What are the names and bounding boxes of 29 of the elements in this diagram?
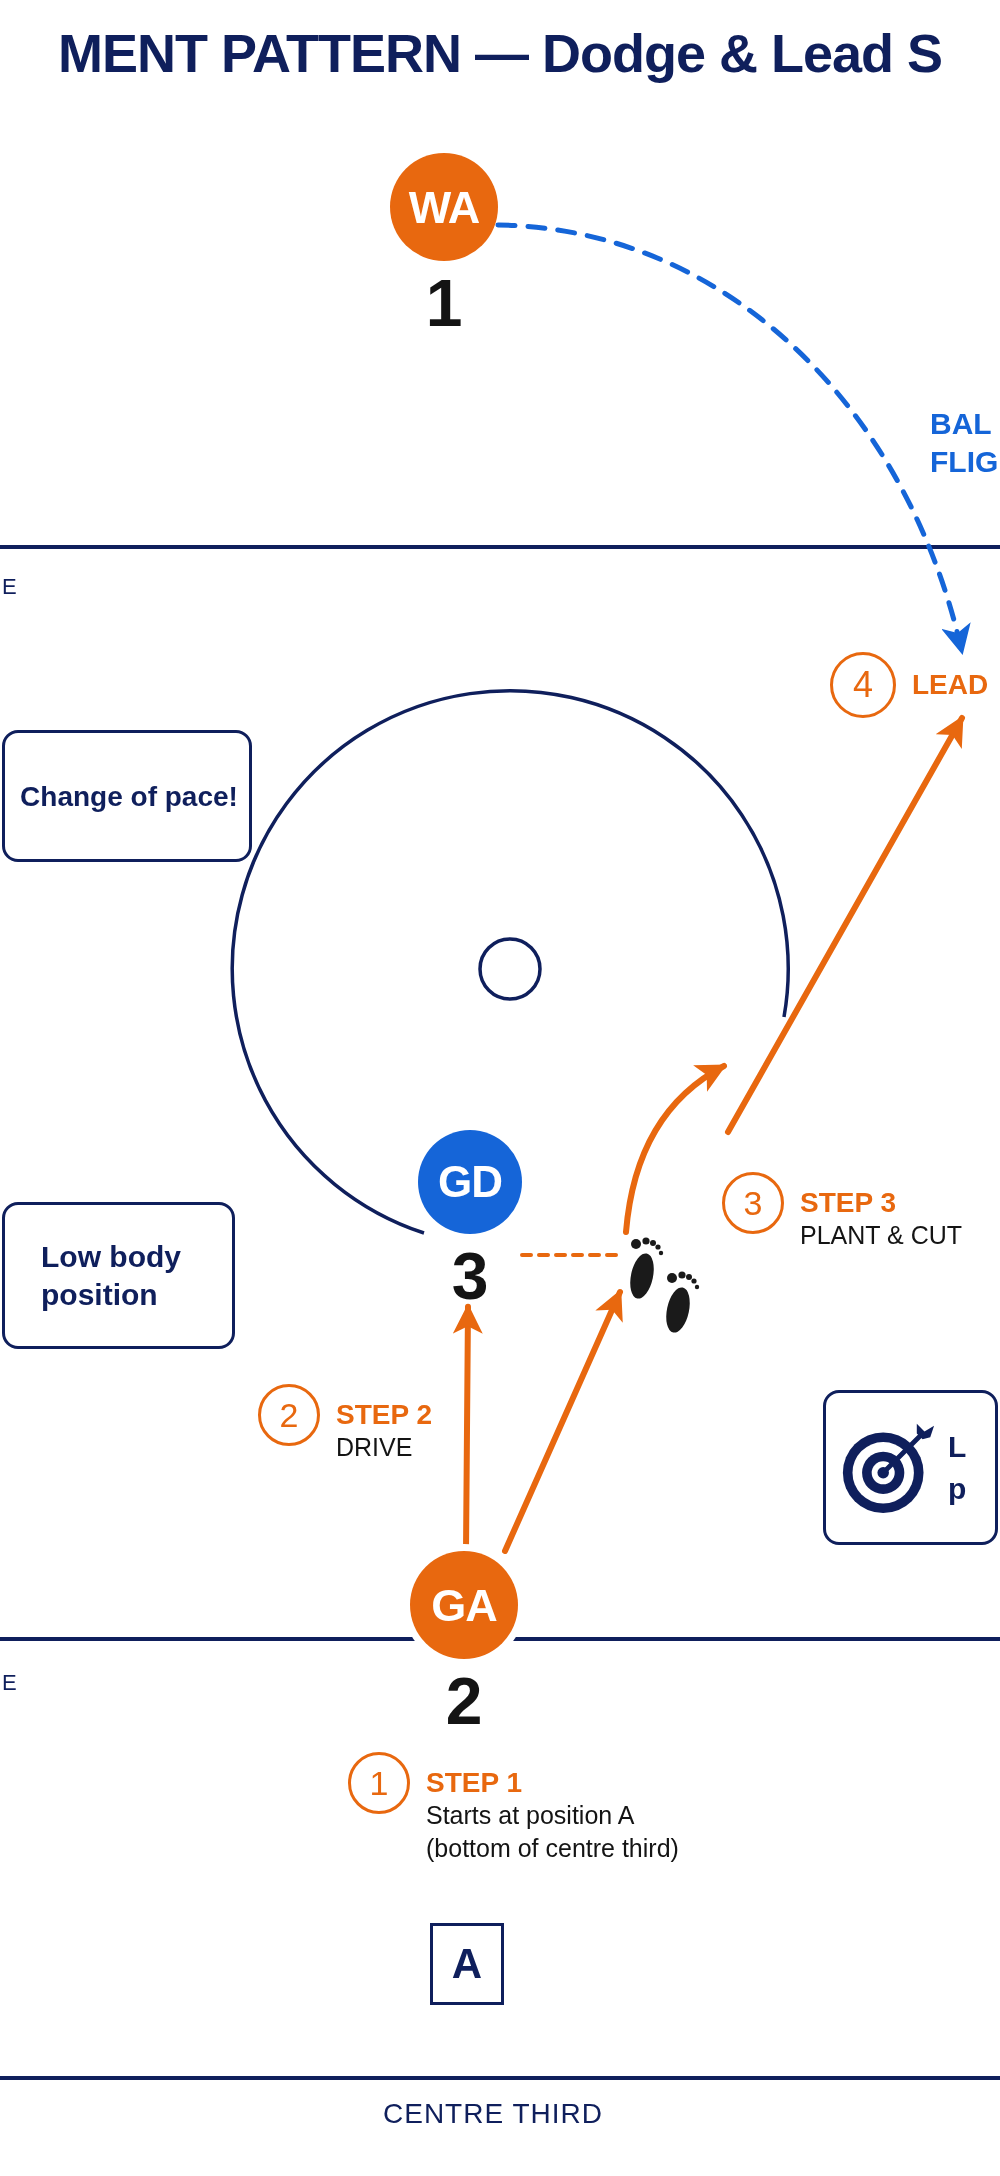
step-number-badge: 4 xyxy=(830,652,896,718)
zone-label: E xyxy=(2,574,18,600)
step-number-badge: 3 xyxy=(722,1172,784,1234)
position-number: 1 xyxy=(425,273,463,334)
diagram-title: MENT PATTERN — Dodge & Lead S xyxy=(58,22,942,84)
player-marker: WA xyxy=(390,153,498,261)
coaching-tip-callout: Low body position xyxy=(2,1202,235,1349)
position-number: 3 xyxy=(451,1246,489,1307)
arrow xyxy=(623,1063,727,1235)
zone-label: CENTRE THIRD xyxy=(383,2098,603,2130)
step-number-badge: 2 xyxy=(258,1384,320,1446)
step-description: PLANT & CUT xyxy=(800,1220,963,1251)
position-number: 2 xyxy=(445,1671,483,1732)
step-description: Starts at position A (bottom of centre third) xyxy=(426,1800,680,1864)
player-marker: GD xyxy=(418,1130,522,1234)
step-title: STEP 2 xyxy=(336,1399,432,1431)
arrow xyxy=(502,1289,623,1554)
coaching-tip-callout xyxy=(823,1390,998,1545)
step-number-badge: 1 xyxy=(348,1752,410,1814)
step-title: STEP 3 xyxy=(800,1187,896,1219)
dashed-arrow xyxy=(495,222,970,655)
tip-text: L p xyxy=(948,1428,967,1507)
step-description: DRIVE xyxy=(336,1432,413,1463)
step-title: STEP 1 xyxy=(426,1767,522,1799)
arrow xyxy=(725,715,965,1135)
zone-label: E xyxy=(2,1670,18,1696)
position-marker: A xyxy=(430,1923,504,2005)
step-title: LEAD xyxy=(912,669,989,701)
coaching-tip-callout: Change of pace! xyxy=(2,730,252,862)
